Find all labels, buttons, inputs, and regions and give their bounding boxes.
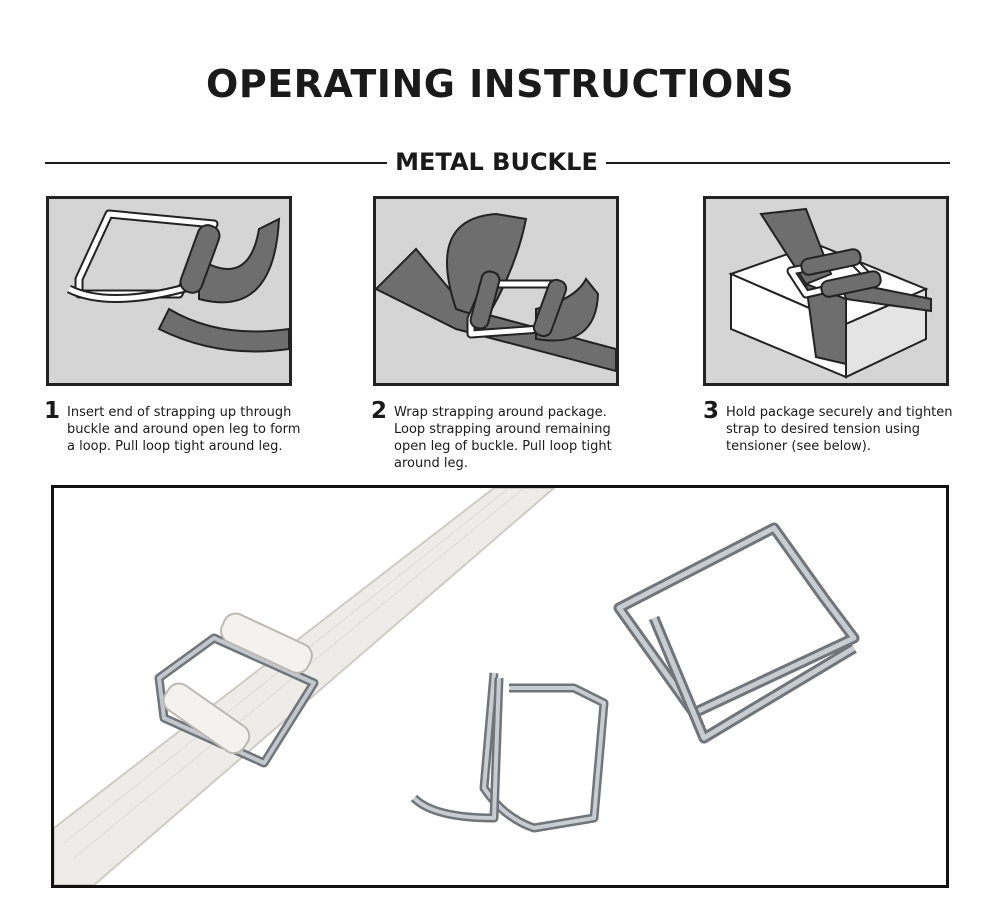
step-2-illustration (373, 196, 619, 386)
section-divider-left (45, 162, 387, 164)
step-2-number: 2 (371, 398, 388, 424)
step-2-text: Wrap strapping around package. Loop stra… (394, 405, 612, 471)
product-photo (51, 485, 949, 888)
section-title: METAL BUCKLE (395, 148, 598, 176)
page-title: OPERATING INSTRUCTIONS (206, 62, 794, 106)
step-1-illustration (46, 196, 292, 386)
step-1-number: 1 (44, 398, 61, 424)
step-3-illustration (703, 196, 949, 386)
step-1-text: Insert end of strapping up through buckl… (67, 405, 301, 454)
step-3-number: 3 (703, 398, 720, 424)
section-divider-right (606, 162, 950, 164)
step-3-text: Hold package securely and tighten strap … (726, 405, 953, 454)
